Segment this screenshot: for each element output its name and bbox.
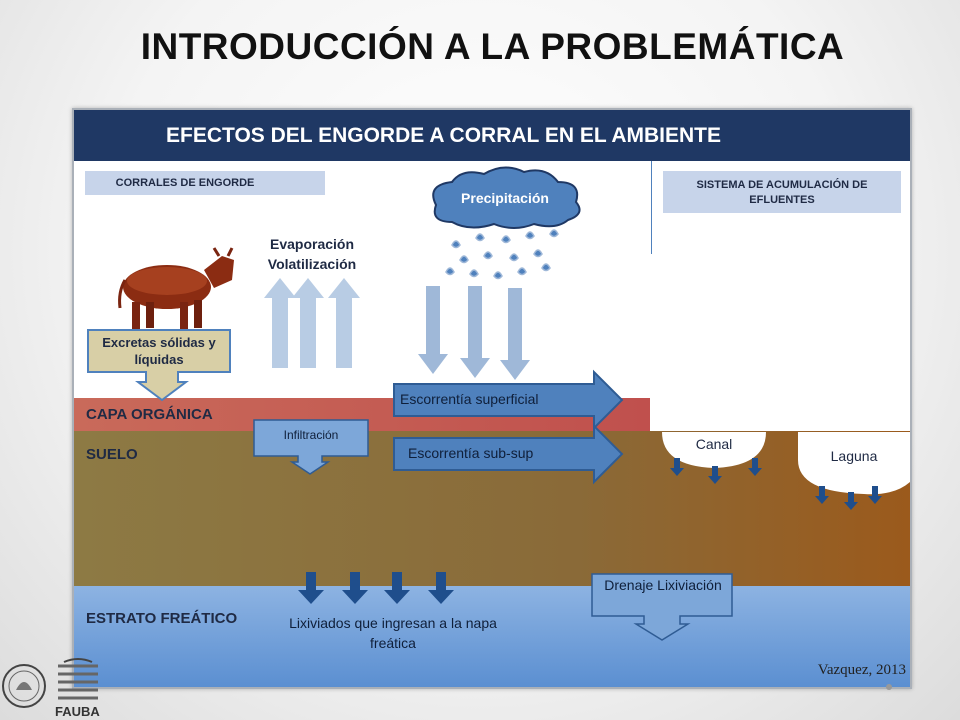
effects-diagram: EFECTOS DEL ENGORDE A CORRAL EN EL AMBIE… — [72, 108, 912, 689]
university-logos: FAUBA — [0, 656, 110, 720]
escorrentia-superficial-arrow — [393, 369, 624, 431]
estrato-freatico-label: ESTRATO FREÁTICO — [86, 610, 238, 627]
slide-title: INTRODUCCIÓN A LA PROBLEMÁTICA — [140, 26, 845, 67]
freatico-layer — [74, 586, 910, 687]
cloud-icon — [432, 166, 581, 229]
escorrentia-sub-arrow — [393, 423, 624, 485]
citation: Vazquez, 2013 — [817, 662, 906, 678]
university-seal-icon — [2, 658, 98, 708]
slide-marker-dot — [886, 684, 892, 690]
rain-icon — [445, 229, 559, 280]
diagram-graphics — [87, 166, 910, 641]
escorrentia-superficial-label: Escorrentía superficial — [400, 391, 539, 407]
sistema-label: SISTEMA DE ACUMULACIÓN DE EFLUENTES — [663, 171, 901, 213]
excretas-label: Excretas sólidas y líquidas — [102, 335, 216, 367]
escorrentia-sub-label: Escorrentía sub-sup — [408, 445, 534, 461]
fauba-logo-text: FAUBA — [55, 704, 100, 719]
lixiviados-label: Lixiviados que ingresan a la napa freáti… — [289, 615, 497, 651]
corrales-label: CORRALES DE ENGORDE — [85, 171, 325, 195]
canal-label: Canal — [695, 436, 733, 452]
infiltracion-arrow — [253, 419, 369, 475]
drenaje-arrow — [591, 573, 733, 641]
precipitation-arrows — [418, 286, 530, 380]
excretas-arrow — [87, 329, 231, 402]
capa-organica-label: CAPA ORGÁNICA — [86, 406, 213, 423]
section-divider — [651, 161, 652, 254]
evaporation-arrows — [264, 278, 360, 368]
cow-icon — [118, 247, 234, 329]
infiltracion-label: Infiltración — [283, 428, 339, 442]
laguna-pond — [798, 432, 910, 495]
diagram-header: EFECTOS DEL ENGORDE A CORRAL EN EL AMBIE… — [74, 110, 910, 161]
laguna-label: Laguna — [830, 448, 878, 464]
pond-drain-arrows — [670, 458, 882, 510]
lixiviados-arrows — [298, 572, 454, 604]
canal-pond — [662, 432, 766, 468]
precipitacion-label: Precipitación — [461, 190, 549, 206]
drenaje-label: Drenaje Lixiviación — [604, 577, 722, 593]
evaporacion-label: Evaporación Volatilización — [267, 236, 357, 272]
suelo-label: SUELO — [86, 446, 138, 463]
